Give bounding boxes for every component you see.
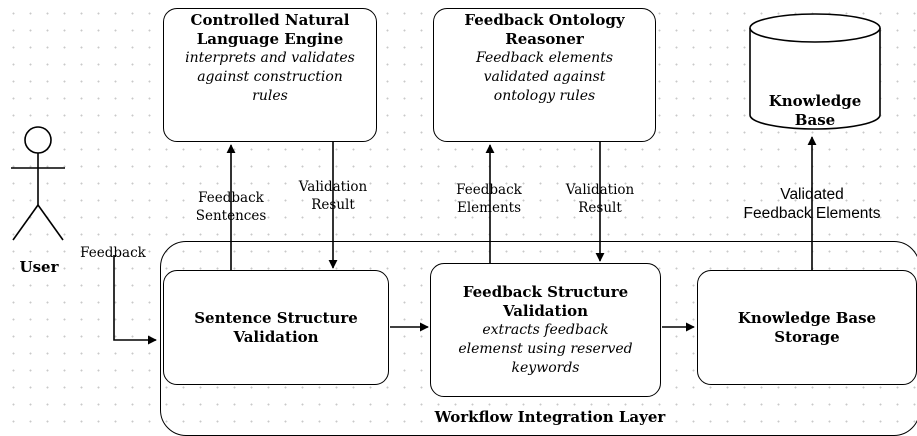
knowledge-base-cylinder [749, 13, 881, 130]
knowledge-base-title-1: Knowledge [768, 92, 862, 110]
edge-label-feedback-sentences-2: Sentences [195, 208, 267, 224]
user-label: User [19, 258, 59, 276]
kb-storage-box: Knowledge Base Storage [697, 270, 917, 385]
feedback-validation-title-2: Validation [502, 301, 589, 320]
cnl-engine-desc-2: against construction [197, 69, 343, 85]
ontology-reasoner-desc-2: validated against [483, 69, 606, 85]
kb-storage-title-2: Storage [774, 327, 840, 346]
edge-label-validation-result-a-1: Validation [298, 179, 368, 195]
sentence-validation-title-2: Validation [233, 327, 319, 346]
workflow-layer-title: Workflow Integration Layer [434, 408, 666, 426]
user-actor-icon [11, 126, 65, 241]
ontology-reasoner-title-1: Feedback Ontology [464, 11, 625, 29]
edge-label-validation-result-b: Validation Result [545, 181, 655, 217]
feedback-validation-box: Feedback Structure Validation extracts f… [430, 263, 661, 397]
ontology-reasoner-title-2: Reasoner [505, 30, 584, 48]
edge-label-validation-result-a-2: Result [311, 197, 355, 213]
feedback-validation-desc-3: keywords [511, 359, 580, 376]
feedback-validation-desc-1: extracts feedback [482, 321, 609, 338]
edge-feedback [113, 255, 157, 345]
cnl-engine-desc-1: interprets and validates [185, 50, 355, 66]
edge-label-validated-elements-2: Feedback Elements [743, 205, 881, 222]
edge-label-feedback: Feedback [80, 245, 146, 261]
edge-label-validation-result-a: Validation Result [278, 178, 388, 214]
edge-label-feedback-elements: Feedback Elements [434, 181, 544, 217]
feedback-validation-desc-2: elemenst using reserved [458, 340, 633, 357]
cnl-engine-title-2: Language Engine [196, 30, 344, 48]
sentence-validation-box: Sentence Structure Validation [163, 270, 389, 385]
ontology-reasoner-desc-1: Feedback elements [476, 50, 613, 66]
edge-label-feedback-sentences: Feedback Sentences [176, 189, 286, 225]
knowledge-base-label: Knowledge Base [745, 92, 885, 130]
edge-label-feedback-elements-2: Elements [457, 200, 521, 216]
cnl-engine-desc-3: rules [252, 88, 288, 104]
edge-label-feedback-sentences-1: Feedback [198, 190, 264, 206]
feedback-validation-title-1: Feedback Structure [462, 282, 629, 301]
kb-storage-title-1: Knowledge Base [737, 308, 877, 327]
cnl-engine-box: Controlled Natural Language Engine inter… [163, 8, 377, 142]
ontology-reasoner-box: Feedback Ontology Reasoner Feedback elem… [433, 8, 656, 142]
edge-label-validation-result-b-1: Validation [565, 182, 635, 198]
sentence-validation-title-1: Sentence Structure [194, 308, 358, 327]
edge-label-validation-result-b-2: Result [578, 200, 622, 216]
knowledge-base-title-2: Base [794, 111, 836, 129]
edge-label-validated-elements-1: Validated [780, 186, 844, 203]
edge-label-validated-elements: Validated Feedback Elements [712, 185, 912, 223]
cnl-engine-title-1: Controlled Natural [190, 11, 350, 29]
edge-label-feedback-elements-1: Feedback [456, 182, 522, 198]
ontology-reasoner-desc-3: ontology rules [493, 88, 596, 104]
